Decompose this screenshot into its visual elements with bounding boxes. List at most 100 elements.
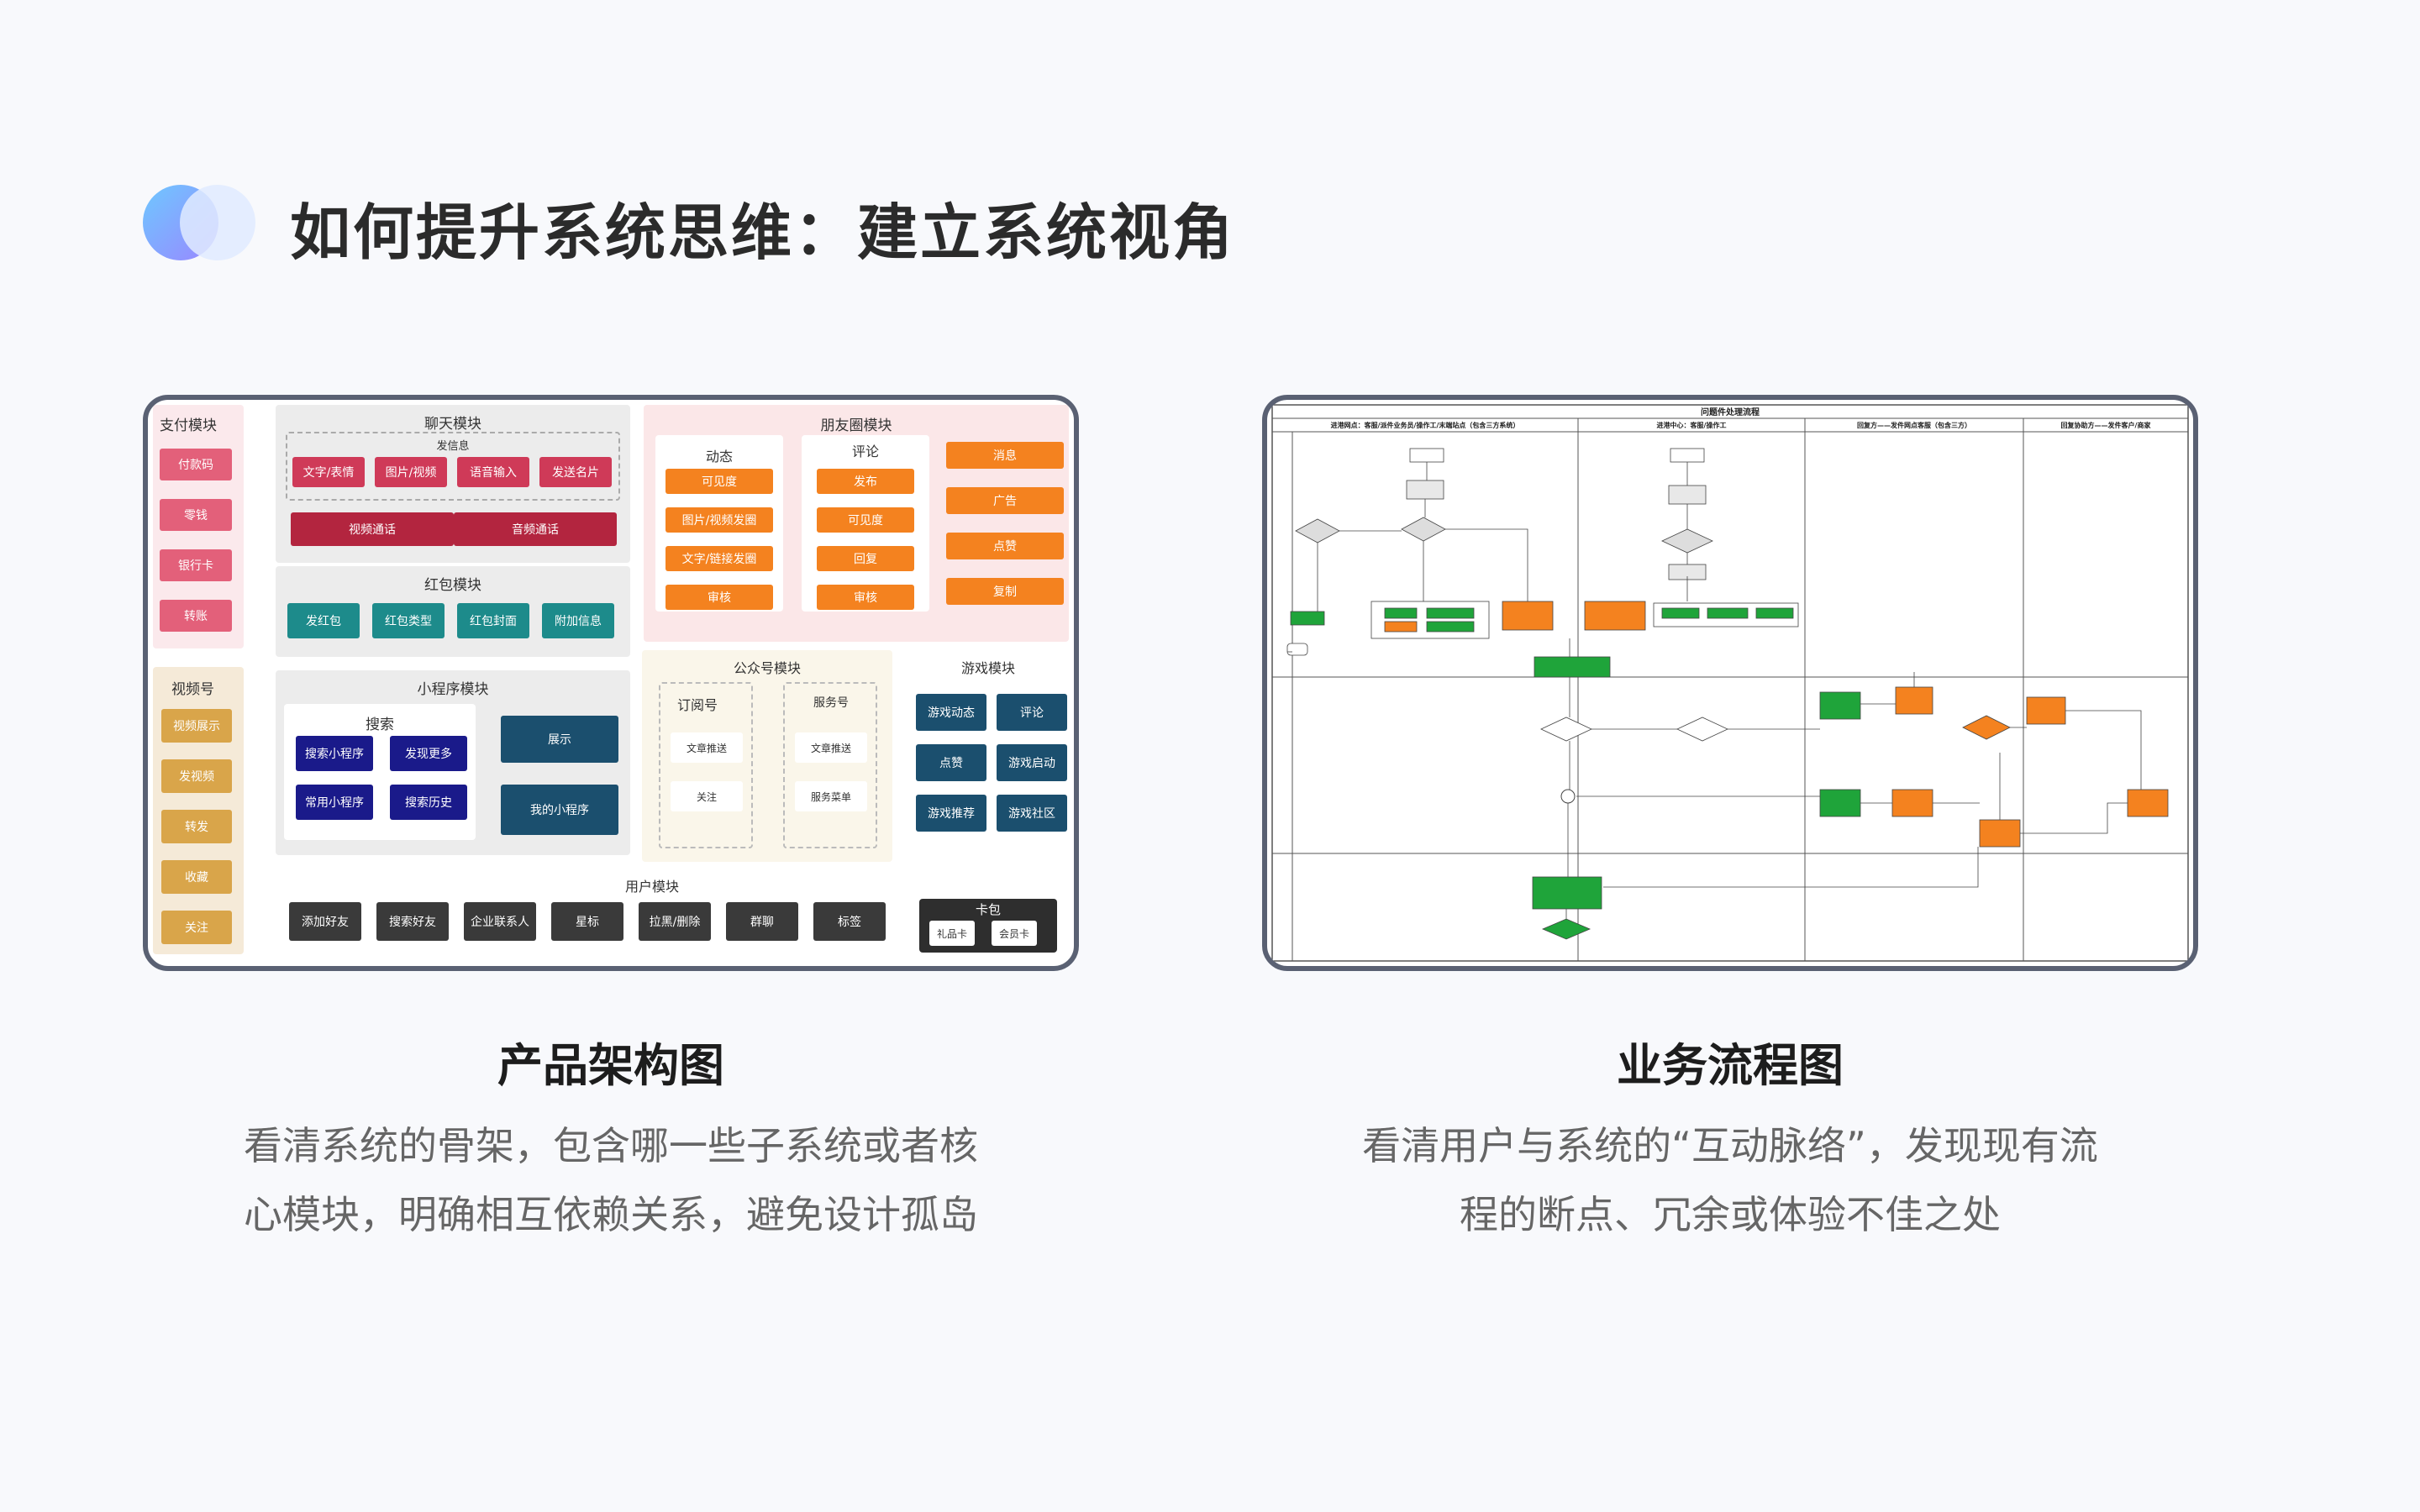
flow-node	[1755, 607, 1794, 619]
moments-comment-title: 评论	[851, 444, 879, 459]
architecture-card: 支付模块付款码零钱银行卡转账视频号视频展示发视频转发收藏关注聊天模块发信息文字/…	[143, 395, 1079, 971]
flow-node	[1895, 686, 1933, 715]
game-module-title: 游戏模块	[960, 660, 1015, 676]
mini-search-item: 搜索历史	[390, 785, 467, 820]
flow-node	[1979, 819, 2021, 848]
user-item: 搜索好友	[376, 902, 449, 941]
redpack-item: 发红包	[287, 603, 360, 638]
moments-module-title: 朋友圈模块	[820, 417, 892, 434]
game-item: 评论	[997, 694, 1067, 731]
flowchart-caption: 业务流程图 看清用户与系统的“互动脉络”，发现现有流 程的断点、冗余或体验不佳之…	[1262, 1028, 2198, 1249]
user-item: 群聊	[726, 902, 798, 941]
chat-module-title: 聊天模块	[424, 416, 481, 433]
pay-item: 转账	[160, 600, 232, 632]
pay-item: 银行卡	[160, 549, 232, 581]
user-module-title: 用户模块	[624, 879, 679, 895]
wallet-item: 会员卡	[992, 921, 1037, 946]
moments-dynamic-item: 图片/视频发圈	[666, 507, 773, 533]
page-title: 如何提升系统思维：建立系统视角	[290, 197, 1236, 268]
moments-dynamic-title: 动态	[705, 449, 733, 465]
flow-connector	[2065, 710, 2142, 790]
flowchart-desc-2: 程的断点、冗余或体验不佳之处	[1460, 1192, 2001, 1237]
redpack-item: 附加信息	[542, 603, 614, 638]
flow-node	[1426, 607, 1475, 619]
pay-item: 零钱	[160, 499, 232, 531]
moments-comment-item: 审核	[817, 585, 914, 610]
chat-send-title: 发信息	[436, 440, 470, 453]
official-service	[783, 682, 877, 848]
flow-node	[1502, 601, 1554, 631]
video-module-title: 视频号	[171, 681, 214, 698]
flowchart-desc-1: 看清用户与系统的“互动脉络”，发现现有流	[1362, 1123, 2098, 1168]
architecture-diagram: 支付模块付款码零钱银行卡转账视频号视频展示发视频转发收藏关注聊天模块发信息文字/…	[148, 400, 1074, 966]
flow-node	[1661, 607, 1700, 619]
flow-node	[1426, 621, 1475, 633]
flow-merge-node	[1560, 789, 1576, 804]
architecture-caption: 产品架构图 看清系统的骨架，包含哪一些子系统或者核 心模块，明确相互依赖关系，避…	[143, 1028, 1079, 1249]
moments-comment-item: 发布	[817, 469, 914, 494]
user-item: 拉黑/删除	[639, 902, 711, 941]
mini-search-title: 搜索	[366, 717, 394, 733]
flow-title: 问题件处理流程	[1701, 407, 1760, 417]
flow-node	[1406, 480, 1444, 500]
mini-search-item: 发现更多	[390, 736, 467, 771]
flow-node	[1891, 789, 1933, 817]
flow-lane-title: 进港网点：客服/派件业务员/操作工/末端站点（包含三方系统）	[1331, 421, 1520, 429]
moments-right-item: 点赞	[946, 533, 1064, 559]
flow-node	[1707, 607, 1749, 619]
user-item: 标签	[813, 902, 886, 941]
chat-call: 音频通话	[454, 512, 617, 546]
redpack-item: 红包封面	[457, 603, 529, 638]
flowchart-card: 问题件处理流程进港网点：客服/派件业务员/操作工/末端站点（包含三方系统）进港中…	[1262, 395, 2198, 971]
moments-dynamic-item: 文字/链接发圈	[666, 546, 773, 571]
flow-lane-title: 回复方——发件网点客服（包含三方）	[1857, 421, 1971, 429]
flowchart-title: 业务流程图	[1617, 1039, 1844, 1092]
user-item: 星标	[551, 902, 623, 941]
moments-right-item: 复制	[946, 578, 1064, 605]
mini-mine: 我的小程序	[501, 785, 618, 835]
flow-node	[2026, 696, 2066, 725]
video-item: 关注	[161, 911, 232, 944]
flow-lane-title: 回复协助方——发件客户/商家	[2061, 421, 2152, 429]
video-item: 收藏	[161, 860, 232, 894]
chat-item: 语音输入	[457, 457, 529, 487]
flow-node	[1532, 876, 1602, 910]
flow-node	[1670, 448, 1705, 463]
flow-node	[1819, 691, 1861, 720]
mini-module-title: 小程序模块	[417, 681, 489, 698]
flow-node	[2127, 789, 2169, 817]
official-subscribe-title: 订阅号	[677, 697, 718, 713]
mini-show: 展示	[501, 716, 618, 763]
flow-end-node	[1286, 643, 1308, 656]
moments-dynamic-item: 可见度	[666, 469, 773, 494]
official-subscribe	[659, 682, 753, 848]
architecture-desc-1: 看清系统的骨架，包含哪一些子系统或者核	[244, 1123, 978, 1168]
flow-decision	[1541, 918, 1591, 940]
flow-node	[1409, 448, 1444, 463]
mini-search-item: 常用小程序	[296, 785, 373, 820]
flow-connector	[1603, 847, 1979, 888]
game-item: 游戏推荐	[916, 795, 986, 832]
chat-item: 发送名片	[539, 457, 612, 487]
chat-call: 视频通话	[291, 512, 454, 546]
flow-node	[1584, 601, 1646, 631]
flow-node	[1668, 485, 1707, 505]
wallet-title: 卡包	[975, 902, 1001, 917]
game-item: 游戏社区	[997, 795, 1067, 832]
official-subscribe-item: 文章推送	[671, 732, 743, 763]
flow-connector	[1445, 528, 1528, 601]
user-item: 企业联系人	[464, 902, 536, 941]
moments-comment-item: 可见度	[817, 507, 914, 533]
game-item: 游戏动态	[916, 694, 986, 731]
flowchart-diagram: 问题件处理流程进港网点：客服/派件业务员/操作工/末端站点（包含三方系统）进港中…	[1271, 404, 2189, 962]
official-service-title: 服务号	[813, 696, 849, 710]
moments-right-item: 消息	[946, 442, 1064, 469]
user-item: 添加好友	[289, 902, 361, 941]
official-subscribe-item: 关注	[671, 781, 743, 811]
brand-logo	[143, 185, 260, 260]
flow-node	[1290, 611, 1325, 626]
flow-node	[1370, 601, 1490, 639]
redpack-item: 红包类型	[372, 603, 445, 638]
game-item: 点赞	[916, 744, 986, 781]
flow-node	[1384, 607, 1418, 619]
